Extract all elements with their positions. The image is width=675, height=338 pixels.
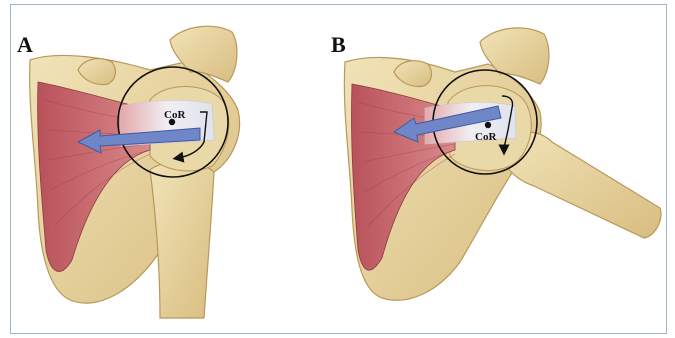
cor-label-b: CoR <box>475 131 497 143</box>
panel-b: CoR B <box>331 28 661 300</box>
panel-letter-b: B <box>331 32 346 57</box>
cor-label-a: CoR <box>164 109 186 121</box>
panel-letter-a: A <box>17 32 33 57</box>
humerus-a <box>150 162 214 318</box>
panel-a: CoR A <box>17 26 240 318</box>
cor-point-b <box>485 122 491 128</box>
